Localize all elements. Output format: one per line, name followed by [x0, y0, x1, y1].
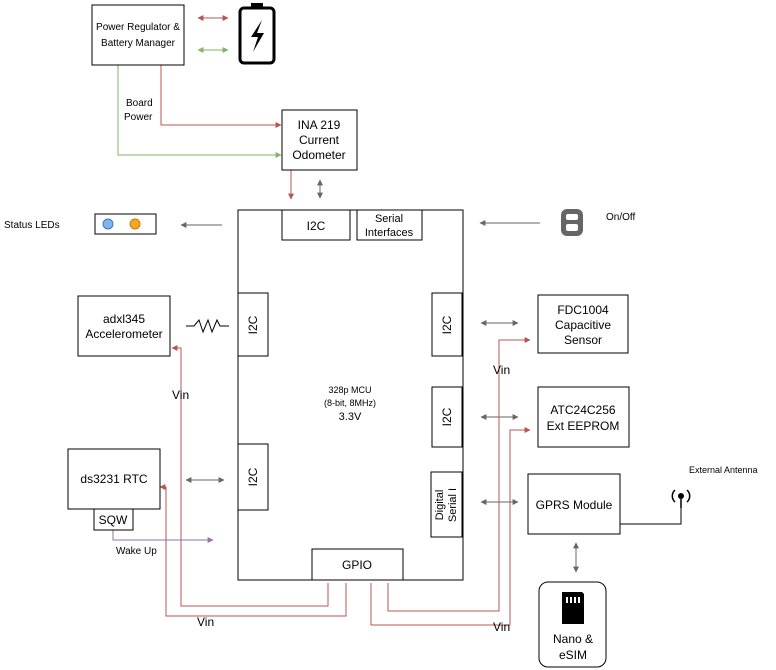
fdc1004-label-line1: FDC1004: [557, 303, 609, 317]
gprs-antenna-line: [620, 506, 682, 525]
rtc-sqw-port: [93, 508, 134, 531]
mcu-serial-label-line2: Interfaces: [365, 227, 414, 239]
mcu-block: 328p MCU (8-bit, 8MHz) 3.3V I2C Serial I…: [237, 209, 464, 581]
rtc-label: ds3231 RTC: [80, 472, 147, 486]
regulator-to-ina219-green: [117, 65, 282, 158]
ina219-block: INA 219 Current Odometer: [281, 109, 358, 171]
gprs-label: GPRS Module: [536, 498, 613, 512]
vin-line-fdc1004: [387, 337, 531, 612]
mcu-i2c-top-port: [281, 209, 351, 241]
mcu-digital-label-line1: Digital: [434, 490, 446, 521]
mcu-i2c-right-upper-label: I2C: [440, 315, 454, 334]
mcu-label-line2: (8-bit, 8MHz): [324, 398, 376, 408]
mcu-label-line1: 328p MCU: [328, 385, 371, 395]
mcu-i2c-top-label: I2C: [307, 219, 326, 233]
mcu-i2c-left-lower-label: I2C: [246, 467, 260, 486]
mcu-gpio-port: [311, 548, 404, 581]
sim-block: Nano & eSIM: [538, 581, 607, 668]
rtc-sqw-label: SQW: [99, 513, 128, 527]
vin-line-eeprom: [370, 427, 531, 626]
antenna-icon: [671, 489, 691, 508]
accelerometer-label-line2: Accelerometer: [85, 327, 162, 341]
power-regulator-label-line2: Battery Manager: [101, 38, 176, 49]
sim-label-line1: Nano &: [553, 632, 593, 646]
vin-label-fdc1004: Vin: [493, 363, 510, 377]
vin-line-rtc: [159, 484, 347, 617]
board-power-label-line1: Board: [126, 98, 153, 109]
fdc1004-block: FDC1004 Capacitive Sensor: [537, 294, 629, 354]
eeprom-label-line2: Ext EEPROM: [547, 419, 620, 433]
sim-card-icon: [562, 592, 584, 624]
sim-label-line2: eSIM: [559, 648, 587, 662]
mcu-i2c-left-lower-port: [237, 443, 269, 511]
eeprom-block: ATC24C256 Ext EEPROM: [537, 386, 630, 448]
mcu-digital-label-line2: Serial I: [447, 488, 459, 522]
eeprom-label-line1: ATC24C256: [550, 403, 615, 417]
ina219-label-line1: INA 219: [298, 118, 341, 132]
regulator-to-ina219-red: [160, 65, 282, 128]
vin-label-eeprom: Vin: [493, 620, 510, 634]
fdc1004-label-line2: Capacitive: [555, 318, 611, 332]
board-power-label-line2: Power: [124, 112, 153, 123]
mcu-i2c-right-middle-port: [431, 386, 463, 448]
power-regulator-label-line1: Power Regulator &: [96, 22, 180, 33]
connectors: [112, 15, 682, 626]
mcu-i2c-left-upper-label: I2C: [246, 315, 260, 334]
antenna-label: External Antenna: [689, 465, 758, 475]
accelerometer-block: adxl345 Accelerometer: [77, 295, 171, 357]
wake-up-line: [112, 530, 214, 543]
mcu-digital-serial-port: [430, 471, 463, 538]
battery-charging-icon: [238, 3, 276, 65]
vin-label-accelerometer: Vin: [172, 388, 189, 402]
mcu-i2c-right-middle-label: I2C: [440, 407, 454, 426]
mcu-label-line3: 3.3V: [339, 411, 362, 423]
mcu-serial-label-line1: Serial: [375, 213, 403, 225]
mcu-gpio-label: GPIO: [342, 558, 372, 572]
rtc-block: ds3231 RTC SQW: [67, 448, 161, 531]
switch-label: On/Off: [606, 212, 635, 223]
mcu-serial-interfaces-port: [356, 209, 423, 241]
accelerometer-i2c-link: [186, 318, 229, 334]
blue-led-icon: [102, 218, 114, 230]
status-leds-panel: [94, 213, 157, 235]
mcu-i2c-right-upper-port: [431, 292, 463, 357]
ina219-label-line3: Odometer: [292, 148, 345, 162]
vin-label-rtc: Vin: [197, 615, 214, 629]
status-leds-label: Status LEDs: [4, 220, 60, 231]
fdc1004-label-line3: Sensor: [564, 333, 602, 347]
ina219-label-line2: Current: [299, 133, 340, 147]
accelerometer-label-line1: adxl345: [103, 312, 145, 326]
vin-line-accelerometer: [171, 345, 329, 607]
mcu-i2c-left-upper-port: [237, 292, 269, 357]
orange-led-icon: [129, 218, 141, 230]
gprs-module-block: GPRS Module: [527, 473, 621, 535]
toggle-switch-icon[interactable]: [561, 209, 583, 236]
wake-up-label: Wake Up: [116, 546, 157, 557]
power-regulator-block: Power Regulator & Battery Manager: [91, 4, 185, 66]
